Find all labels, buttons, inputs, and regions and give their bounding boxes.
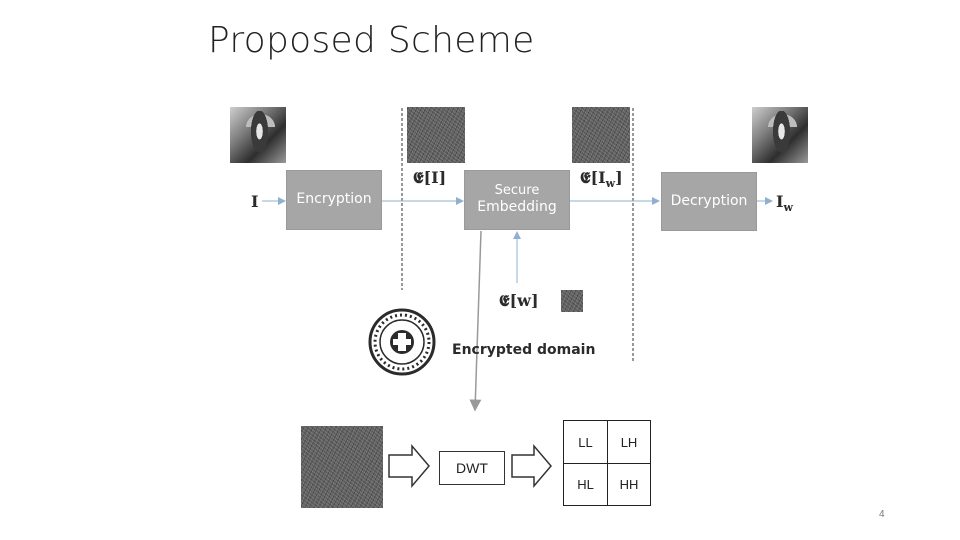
arrow-embedding-to-dwt [469, 230, 482, 412]
original-image [230, 107, 286, 163]
subband-grid: LL LH HL HH [563, 420, 651, 506]
dwt-box: DWT [439, 451, 505, 485]
decrypted-watermarked-image [752, 107, 808, 163]
secure-embedding-box: Secure Embedding [464, 170, 570, 230]
encrypted-watermarked-thumbnail [572, 107, 630, 163]
dwt-input-image [301, 426, 383, 508]
input-image-symbol: I [251, 192, 259, 211]
subband-lh: LH [607, 421, 650, 463]
encrypted-image-thumbnail [407, 107, 465, 163]
encrypted-domain-label: Encrypted domain [452, 342, 596, 358]
subband-ll: LL [578, 434, 593, 450]
encryption-box: Encryption [286, 170, 382, 230]
university-seal [368, 308, 436, 376]
subband-hh: HH [607, 463, 650, 505]
block-arrow-2 [511, 443, 552, 489]
embedding-line2: Embedding [477, 199, 557, 216]
encrypted-watermarked-symbol: 𝕰[Iw] [580, 168, 623, 191]
page-number: 4 [879, 509, 885, 520]
output-image-symbol: Iw [776, 192, 793, 215]
encrypted-watermark-symbol: 𝕰[w] [499, 291, 539, 310]
block-arrow-1 [388, 443, 430, 489]
embedding-line1: Secure [494, 183, 540, 199]
encrypted-watermark-thumbnail [561, 290, 583, 312]
decryption-box: Decryption [661, 172, 757, 231]
encrypted-image-symbol: 𝕰[I] [413, 168, 447, 187]
page-title: Proposed Scheme [208, 20, 535, 61]
subband-hl: HL [564, 463, 607, 505]
